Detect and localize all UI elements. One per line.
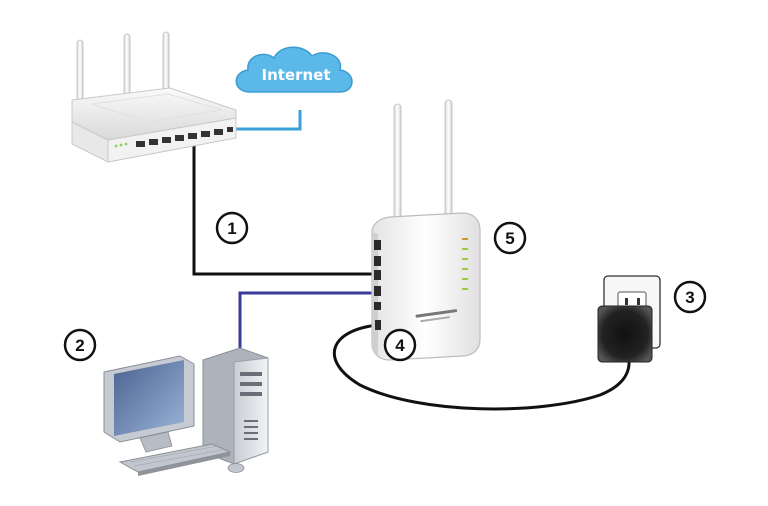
callout-3-label: 3 (685, 288, 694, 307)
callout-1: 1 (215, 211, 249, 245)
cloud-label: Internet (261, 66, 330, 84)
pc-cable (238, 291, 374, 352)
access-point-leds (462, 238, 468, 290)
brand-logo (415, 309, 458, 323)
cloud-icon (235, 46, 353, 93)
callout-4-label: 4 (395, 336, 405, 355)
callout-2-label: 2 (75, 336, 84, 355)
internet-cable (232, 110, 302, 131)
pc-mouse (227, 463, 245, 473)
callout-3: 3 (673, 280, 707, 314)
router (71, 31, 237, 163)
pc-monitor (103, 355, 195, 453)
pc-keyboard (118, 443, 232, 476)
callout-5-label: 5 (505, 229, 514, 248)
pc-tower (202, 347, 269, 465)
callout-4: 4 (383, 328, 417, 362)
cables (192, 110, 631, 411)
power-cable (332, 323, 631, 411)
internet-cloud: Internet (235, 46, 353, 93)
callout-5: 5 (493, 221, 527, 255)
access-point (371, 99, 481, 361)
access-point-ports (374, 240, 381, 330)
callout-1-label: 1 (227, 219, 236, 238)
callout-2: 2 (63, 328, 97, 362)
computer (103, 347, 269, 476)
access-point-antennas (393, 99, 453, 229)
lan-cable (192, 143, 374, 276)
router-ports (136, 127, 233, 147)
power-adapter (597, 305, 653, 363)
power-outlet (597, 275, 661, 363)
